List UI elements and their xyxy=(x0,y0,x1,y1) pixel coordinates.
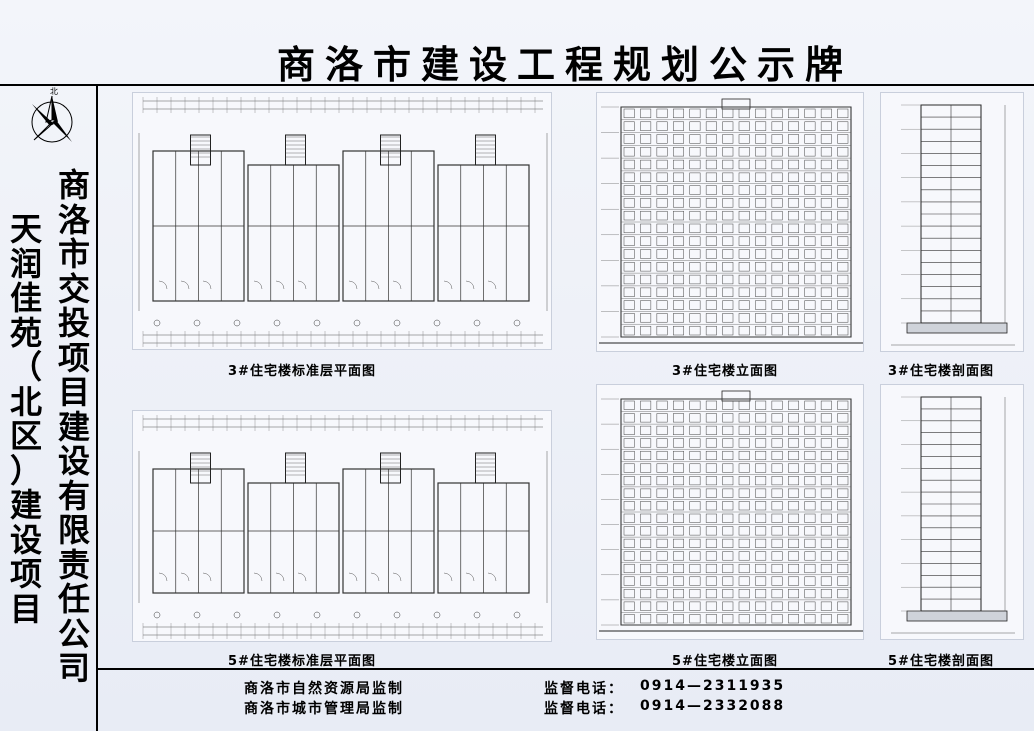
section-5-caption: 5#住宅楼剖面图 xyxy=(888,654,994,669)
plan-3-caption: 3#住宅楼标准层平面图 xyxy=(228,364,376,379)
title-divider xyxy=(0,84,1034,86)
section-3-drawing xyxy=(880,92,1024,352)
issuer-line-1: 商洛市自然资源局监制 xyxy=(244,681,404,697)
phone-number-2: 0914—2332088 xyxy=(640,698,786,714)
phone-number-1: 0914—2311935 xyxy=(640,678,786,694)
elevation-3-caption: 3#住宅楼立面图 xyxy=(672,364,778,379)
board-title: 商洛市建设工程规划公示牌 xyxy=(276,43,853,87)
plan-5-drawing xyxy=(132,410,552,642)
left-panel-divider xyxy=(96,84,98,731)
compass-north-label: 北 xyxy=(50,87,58,96)
developer-name: 商洛市交投项目建设有限责任公司 xyxy=(57,166,90,687)
plan-3-drawing xyxy=(132,92,552,350)
elevation-5-caption: 5#住宅楼立面图 xyxy=(672,654,778,669)
phone-label-2: 监督电话： xyxy=(544,701,624,717)
footer-divider xyxy=(96,668,1034,670)
issuer-line-2: 商洛市城市管理局监制 xyxy=(244,701,404,717)
section-5-drawing xyxy=(880,384,1024,640)
phone-label-1: 监督电话： xyxy=(544,681,624,697)
section-3-caption: 3#住宅楼剖面图 xyxy=(888,364,994,379)
elevation-3-drawing xyxy=(596,92,864,352)
plan-5-caption: 5#住宅楼标准层平面图 xyxy=(228,654,376,669)
elevation-5-drawing xyxy=(596,384,864,640)
project-name: 天润佳苑（北区）建设项目 xyxy=(9,210,42,628)
north-arrow-icon xyxy=(22,90,82,150)
